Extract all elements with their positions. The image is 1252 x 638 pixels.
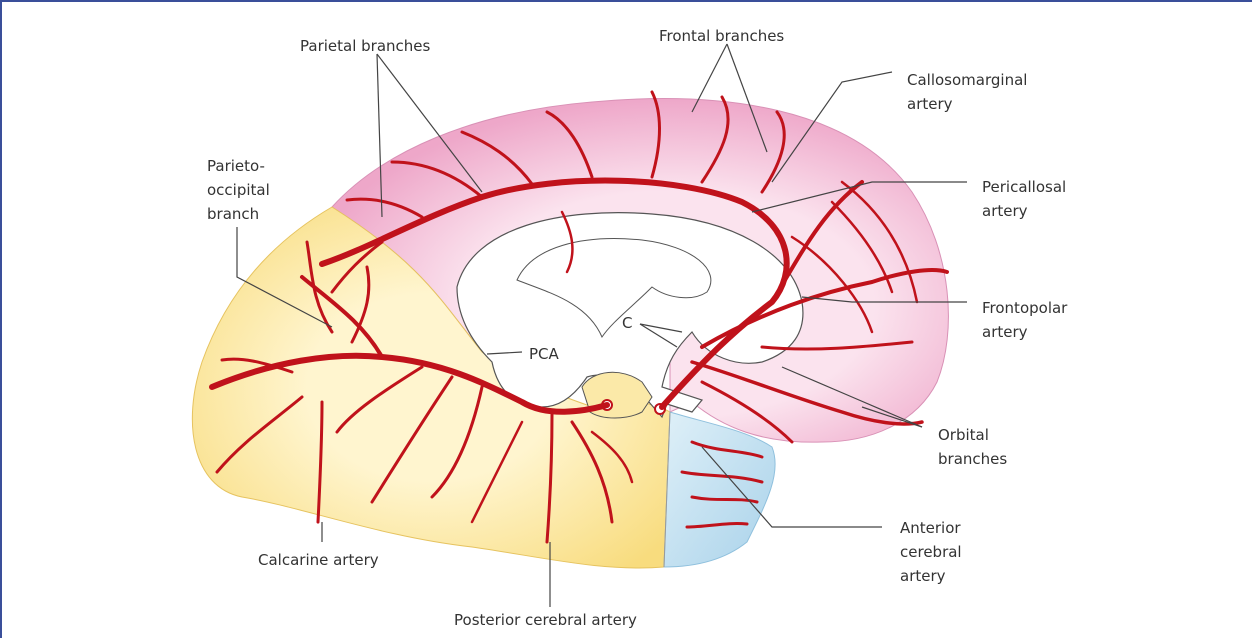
- label-parieto-occipital-2: occipital: [207, 181, 270, 199]
- label-anterior-cerebral-1: Anterior: [900, 519, 961, 537]
- label-parieto-occipital-3: branch: [207, 205, 259, 223]
- label-posterior-cerebral-artery: Posterior cerebral artery: [454, 611, 637, 629]
- label-orbital-1: Orbital: [938, 426, 989, 444]
- label-frontal-branches: Frontal branches: [659, 27, 784, 45]
- label-pericallosal-2: artery: [982, 202, 1028, 220]
- label-parietal-branches: Parietal branches: [300, 37, 431, 55]
- label-pericallosal-1: Pericallosal: [982, 178, 1066, 196]
- label-callosomarginal-1: Callosomarginal: [907, 71, 1027, 89]
- label-frontopolar-1: Frontopolar: [982, 299, 1068, 317]
- label-pca: PCA: [529, 345, 560, 363]
- label-callosomarginal-2: artery: [907, 95, 953, 113]
- label-anterior-cerebral-2: cerebral: [900, 543, 962, 561]
- label-c: C: [622, 314, 632, 332]
- label-parieto-occipital-1: Parieto-: [207, 157, 265, 175]
- label-frontopolar-2: artery: [982, 323, 1028, 341]
- label-anterior-cerebral-3: artery: [900, 567, 946, 585]
- label-orbital-2: branches: [938, 450, 1007, 468]
- label-calcarine-artery: Calcarine artery: [258, 551, 379, 569]
